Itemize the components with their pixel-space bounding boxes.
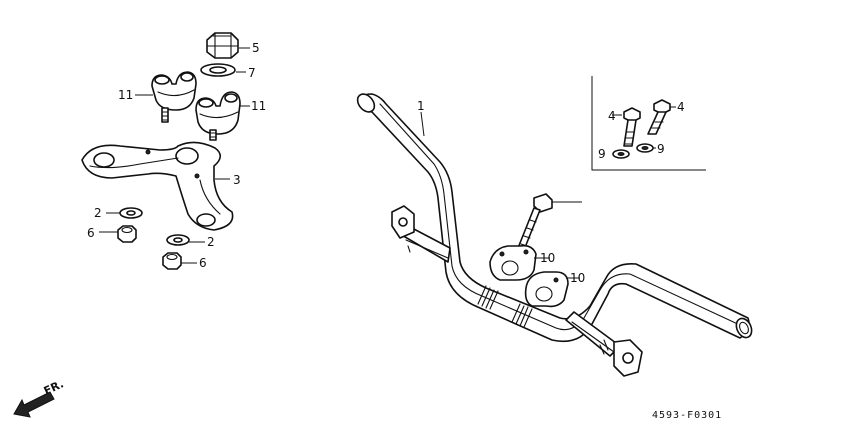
nut-upper-part [117, 225, 137, 243]
damper-right-part [195, 91, 241, 141]
inset-frame [591, 76, 706, 171]
washer-left-lower-part [166, 234, 190, 246]
callout-damper-right: 11 [251, 99, 266, 113]
callout-washer-left-lower: 2 [207, 235, 215, 249]
callout-cap-nut: 5 [252, 41, 260, 55]
callout-handlebar: 1 [417, 99, 425, 113]
nut-lower-part [162, 252, 182, 270]
washer-small-right-part [636, 143, 654, 153]
callout-nut-lower: 6 [199, 256, 207, 270]
callout-washer-left-upper: 2 [94, 206, 102, 220]
callout-washer-small-right: 9 [657, 142, 665, 156]
washer-top-part [200, 63, 236, 77]
direction-label: FR. [42, 377, 66, 397]
callout-washer-top: 7 [248, 66, 256, 80]
bolt-right-part [647, 99, 671, 135]
diagram-code: 4593-F0301 [652, 410, 722, 421]
holder-upper-part [489, 244, 537, 281]
damper-left-part [151, 71, 197, 123]
callout-nut-upper: 6 [87, 226, 95, 240]
front-direction-arrow: FR. [13, 377, 66, 418]
bracket-part [81, 141, 234, 231]
cap-nut-part [206, 32, 239, 59]
callout-damper-left: 11 [118, 88, 133, 102]
washer-small-left-part [612, 149, 630, 159]
handlebar-part [356, 93, 753, 377]
holder-lower-part [524, 271, 569, 308]
callout-bracket: 3 [233, 173, 241, 187]
callout-washer-small-left: 9 [598, 147, 606, 161]
callout-holder-lower: 10 [570, 271, 585, 285]
callout-bolt-right: 4 [677, 100, 685, 114]
callout-holder-upper: 10 [540, 251, 555, 265]
washer-left-upper-part [119, 207, 143, 219]
callout-bolt-left: 4 [608, 109, 616, 123]
bolt-left-part [623, 107, 641, 147]
holder-bolt-part [517, 193, 553, 251]
